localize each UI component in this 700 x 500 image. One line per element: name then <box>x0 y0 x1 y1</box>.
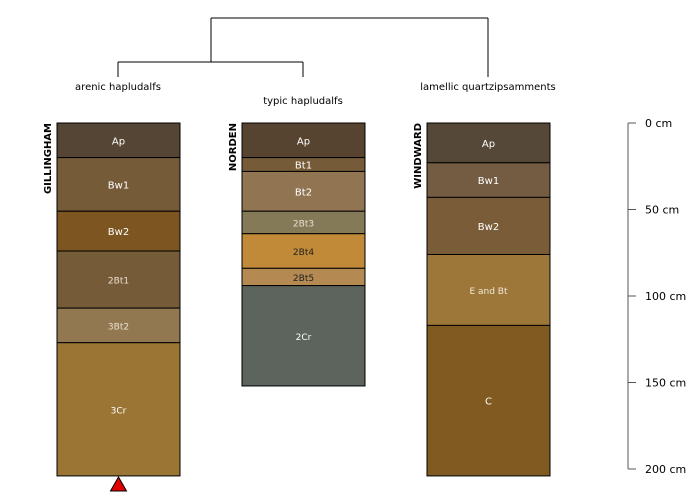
horizon-2bt1 <box>56 250 181 309</box>
dendrogram-label: typic hapludalfs <box>263 96 343 107</box>
horizon-label: C <box>485 397 492 408</box>
horizon-label: Bw2 <box>478 222 499 233</box>
profile-name: GILLINGHAM <box>43 123 54 194</box>
horizon-ap <box>426 122 551 164</box>
horizon-label: Bw2 <box>108 227 129 238</box>
horizon-3cr <box>56 342 181 477</box>
depth-axis-label: 200 cm <box>645 463 686 476</box>
horizon-label: Ap <box>297 136 310 147</box>
horizon-bw2 <box>426 196 551 255</box>
horizon-e-and-bt <box>426 253 551 326</box>
horizon-bw1 <box>56 157 181 212</box>
horizon-label: 2Cr <box>296 333 312 343</box>
horizon-3bt2 <box>56 307 181 344</box>
horizon-c <box>426 324 551 477</box>
red-triangle-marker-icon <box>109 475 128 492</box>
horizon-label: 2Bt1 <box>108 277 129 287</box>
horizon-2cr <box>241 285 366 387</box>
horizon-label: E and Bt <box>469 287 508 297</box>
horizon-ap <box>241 122 366 159</box>
horizon-bt2 <box>241 170 366 212</box>
profile-name: WINDWARD <box>413 123 424 189</box>
horizon-label: 2Bt5 <box>293 274 314 284</box>
horizon-label: Bw1 <box>478 176 499 187</box>
depth-axis-label: 150 cm <box>645 377 686 390</box>
horizon-label: Bt2 <box>295 187 312 198</box>
horizon-2bt4 <box>241 233 366 269</box>
depth-axis-label: 100 cm <box>645 290 686 303</box>
horizon-label: Ap <box>482 139 495 150</box>
horizon-bw2 <box>56 210 181 252</box>
depth-axis-label: 0 cm <box>645 117 672 130</box>
dendrogram-label: lamellic quartzipsamments <box>420 82 555 93</box>
profile-name: NORDEN <box>228 123 239 171</box>
horizon-label: 3Cr <box>111 406 127 416</box>
horizon-label: 2Bt3 <box>293 219 314 229</box>
depth-axis-label: 50 cm <box>645 204 679 217</box>
horizon-label: 3Bt2 <box>108 322 129 332</box>
horizon-bw1 <box>426 162 551 198</box>
horizon-label: Ap <box>112 136 125 147</box>
horizon-label: 2Bt4 <box>293 248 314 258</box>
dendrogram-label: arenic hapludalfs <box>75 82 161 93</box>
horizon-label: Bt1 <box>295 161 312 172</box>
horizon-label: Bw1 <box>108 180 129 191</box>
